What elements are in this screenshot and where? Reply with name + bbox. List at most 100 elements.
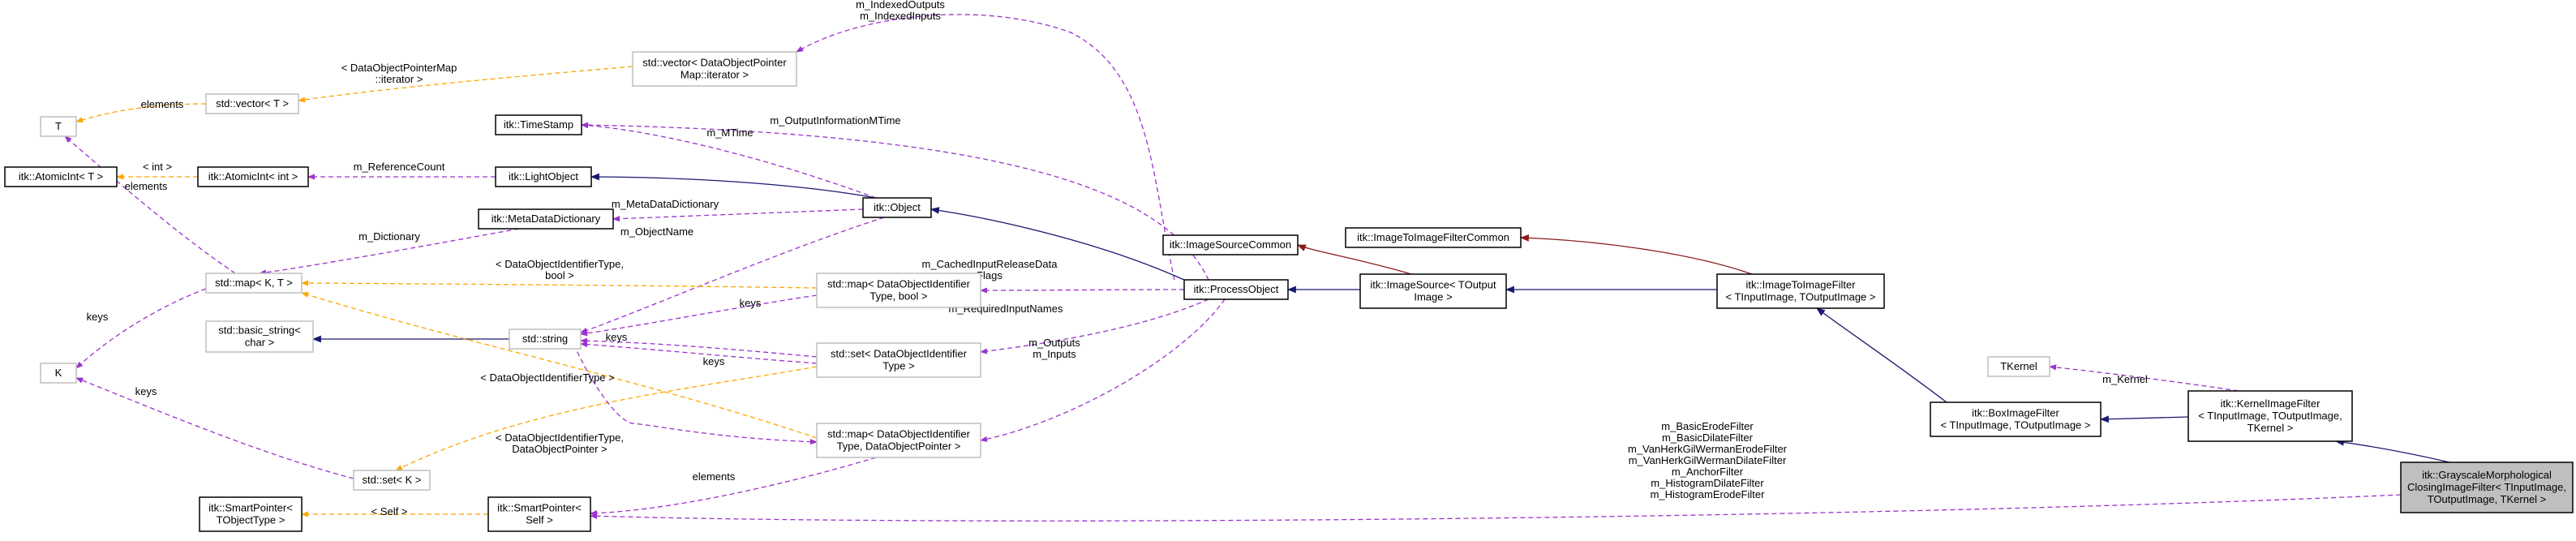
class-box[interactable] xyxy=(199,496,303,532)
class-box[interactable] xyxy=(1345,227,1522,248)
class-node-object[interactable]: itk::Object xyxy=(862,197,932,218)
edge-path xyxy=(580,294,818,337)
class-box[interactable] xyxy=(205,273,303,294)
edge-path xyxy=(301,280,818,289)
class-name-line: itk::Object xyxy=(874,201,921,213)
class-box[interactable] xyxy=(353,470,431,491)
class-node-lightobject[interactable]: itk::LightObject xyxy=(495,166,592,187)
edge-path xyxy=(590,457,877,517)
class-name-line: Type, DataObjectPointer > xyxy=(837,440,961,453)
class-box[interactable] xyxy=(1359,273,1507,309)
edge-label-line: m_Inputs xyxy=(1033,348,1076,360)
edge-label-line: m_BasicDilateFilter xyxy=(1662,432,1754,444)
edge-label-elements-sp: elements xyxy=(693,470,736,483)
class-box[interactable] xyxy=(487,496,591,532)
class-box[interactable] xyxy=(495,114,582,135)
edge-label-line: m_AnchorFilter xyxy=(1672,466,1744,478)
class-box[interactable] xyxy=(205,320,314,353)
edge-label-line: keys xyxy=(135,385,157,397)
edge-label-line: m_Kernel xyxy=(2102,373,2148,385)
class-node-atomicint-int[interactable]: itk::AtomicInt< int > xyxy=(197,166,309,187)
edge-label-keys-map-k: keys xyxy=(87,311,109,323)
class-box[interactable] xyxy=(2187,390,2353,442)
class-box[interactable] xyxy=(816,273,981,308)
class-box[interactable] xyxy=(205,93,299,114)
class-node-imagetoimagefiltercommon[interactable]: itk::ImageToImageFilterCommon xyxy=(1345,227,1522,248)
class-box[interactable] xyxy=(632,51,797,87)
class-box[interactable] xyxy=(1930,401,2102,437)
class-name-line: itk::AtomicInt< int > xyxy=(208,170,298,182)
class-node-tkernel[interactable]: TKernel xyxy=(1987,356,2050,377)
class-box[interactable] xyxy=(495,166,592,187)
class-node-set-k[interactable]: std::set< K > xyxy=(353,470,431,491)
class-node-smartpointer-self[interactable]: itk::SmartPointer<Self > xyxy=(487,496,591,532)
class-node-vector-t[interactable]: std::vector< T > xyxy=(205,93,299,114)
class-node-map-kt[interactable]: std::map< K, T > xyxy=(205,273,303,294)
edge-label-line: Flags xyxy=(977,269,1002,281)
edge-member xyxy=(75,288,207,369)
edge-label-int-arg: < int > xyxy=(143,161,172,173)
class-box[interactable] xyxy=(2400,462,2574,513)
edge-label-line: keys xyxy=(703,355,725,367)
class-name: itk::KernelImageFilter< TInputImage, TOu… xyxy=(2198,397,2342,434)
class-box[interactable] xyxy=(1987,356,2050,377)
class-box[interactable] xyxy=(816,423,981,458)
edge-label-keys-set-k: keys xyxy=(135,385,157,397)
edge-member xyxy=(590,494,2402,522)
class-name-line: std::map< DataObjectIdentifier xyxy=(827,278,971,290)
class-box[interactable] xyxy=(862,197,932,218)
class-node-atomicint-t[interactable]: itk::AtomicInt< T > xyxy=(4,166,118,187)
edge-path xyxy=(796,14,1175,281)
class-box[interactable] xyxy=(1162,234,1299,255)
class-name: itk::ImageToImageFilter< TInputImage, TO… xyxy=(1725,279,1875,303)
class-node-basic-string[interactable]: std::basic_string<char > xyxy=(205,320,314,353)
class-box[interactable] xyxy=(1716,273,1885,309)
class-node-T[interactable]: T xyxy=(40,116,77,137)
class-name: T xyxy=(55,120,62,132)
class-name-line: itk::BoxImageFilter xyxy=(1972,407,2059,419)
edge-path xyxy=(1816,307,1947,403)
edge-path xyxy=(75,288,207,369)
edge-member xyxy=(580,294,818,337)
edge-path xyxy=(930,207,1185,281)
class-node-metadatadictionary[interactable]: itk::MetaDataDictionary xyxy=(478,208,614,230)
class-box[interactable] xyxy=(478,208,614,230)
edge-label-metadata-dict: m_MetaDataDictionary xyxy=(612,198,719,210)
class-name: itk::ProcessObject xyxy=(1194,283,1279,295)
class-box[interactable] xyxy=(509,328,582,350)
class-box[interactable] xyxy=(40,116,77,137)
class-box[interactable] xyxy=(197,166,309,187)
class-box[interactable] xyxy=(4,166,118,187)
class-box[interactable] xyxy=(816,342,981,378)
edge-template xyxy=(301,291,818,439)
edge-label-elements-map: elements xyxy=(125,180,168,192)
class-node-processobject[interactable]: itk::ProcessObject xyxy=(1183,279,1289,300)
class-node-K[interactable]: K xyxy=(40,363,77,384)
class-name-line: std::basic_string< xyxy=(218,324,301,337)
class-node-timestamp[interactable]: itk::TimeStamp xyxy=(495,114,582,135)
class-node-string[interactable]: std::string xyxy=(509,328,582,350)
edge-label-line: < DataObjectIdentifierType, xyxy=(496,432,624,444)
class-node-kernelimagefilter[interactable]: itk::KernelImageFilter< TInputImage, TOu… xyxy=(2187,390,2353,442)
class-node-boximagefilter[interactable]: itk::BoxImageFilter< TInputImage, TOutpu… xyxy=(1930,401,2102,437)
edge-label-doi-bool: < DataObjectIdentifierType,bool > xyxy=(496,258,624,281)
edge-label-reference-count: m_ReferenceCount xyxy=(354,161,445,173)
class-node-imagesourcecommon[interactable]: itk::ImageSourceCommon xyxy=(1162,234,1299,255)
class-box[interactable] xyxy=(40,363,77,384)
edge-inherit xyxy=(930,207,1185,281)
edge-label-line: m_BasicErodeFilter xyxy=(1661,420,1754,432)
class-box[interactable] xyxy=(1183,279,1289,300)
class-node-smartpointer-t[interactable]: itk::SmartPointer<TObjectType > xyxy=(199,496,303,532)
edge-path xyxy=(980,298,1226,442)
class-node-imagetoimagefilter[interactable]: itk::ImageToImageFilter< TInputImage, TO… xyxy=(1716,273,1885,309)
